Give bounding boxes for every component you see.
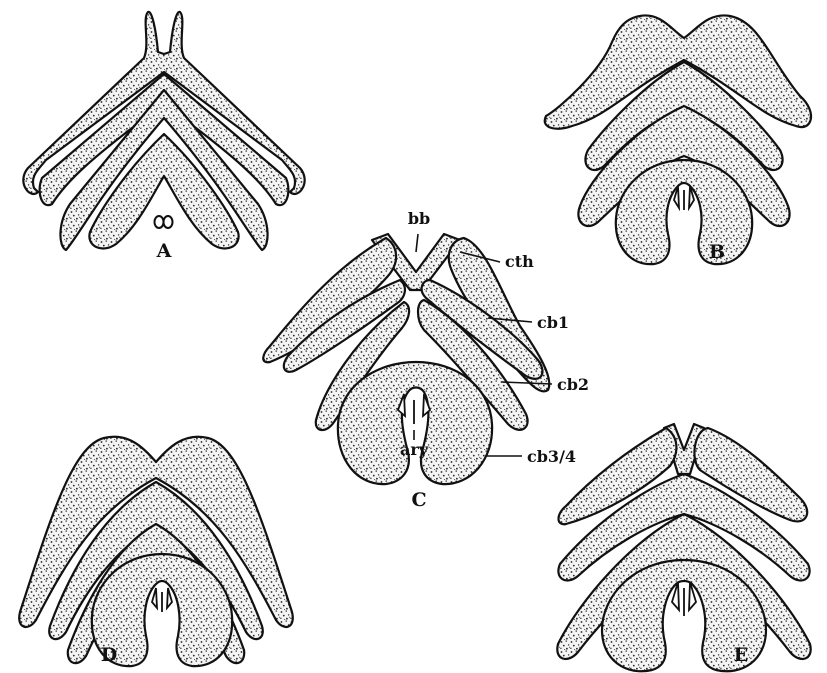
annotation-cb3-4: cb3/4 <box>527 447 576 466</box>
panel-d-label: D <box>101 644 117 666</box>
panel-b-arytenoids <box>674 186 694 210</box>
panel-c: bb cth cb1 cb2 cb3/4 ary C <box>263 209 589 511</box>
annotation-cth: cth <box>505 252 534 271</box>
panel-c-ceratobranchial-3-4 <box>338 362 492 484</box>
panel-a: A <box>23 12 304 262</box>
panel-d-arytenoids <box>152 588 172 612</box>
annotation-ary: ary <box>400 440 429 459</box>
panel-e-arytenoids <box>672 582 696 616</box>
annotation-cb2: cb2 <box>557 375 589 394</box>
panel-c-label: C <box>411 489 426 511</box>
panel-a-label: A <box>156 240 172 262</box>
annotation-bb: bb <box>408 209 430 228</box>
panel-e-label: E <box>734 644 748 666</box>
annotation-cb1: cb1 <box>537 313 569 332</box>
panel-b-label: B <box>709 241 725 263</box>
leader-bb <box>416 234 418 252</box>
panel-e: E <box>557 424 810 671</box>
panel-a-ceratobranchial-3-4 <box>89 134 238 248</box>
panel-b: B <box>545 15 811 264</box>
panel-d: D <box>19 437 293 666</box>
panel-a-arytenoid-left <box>155 216 164 228</box>
panel-a-arytenoid-right <box>164 216 173 228</box>
